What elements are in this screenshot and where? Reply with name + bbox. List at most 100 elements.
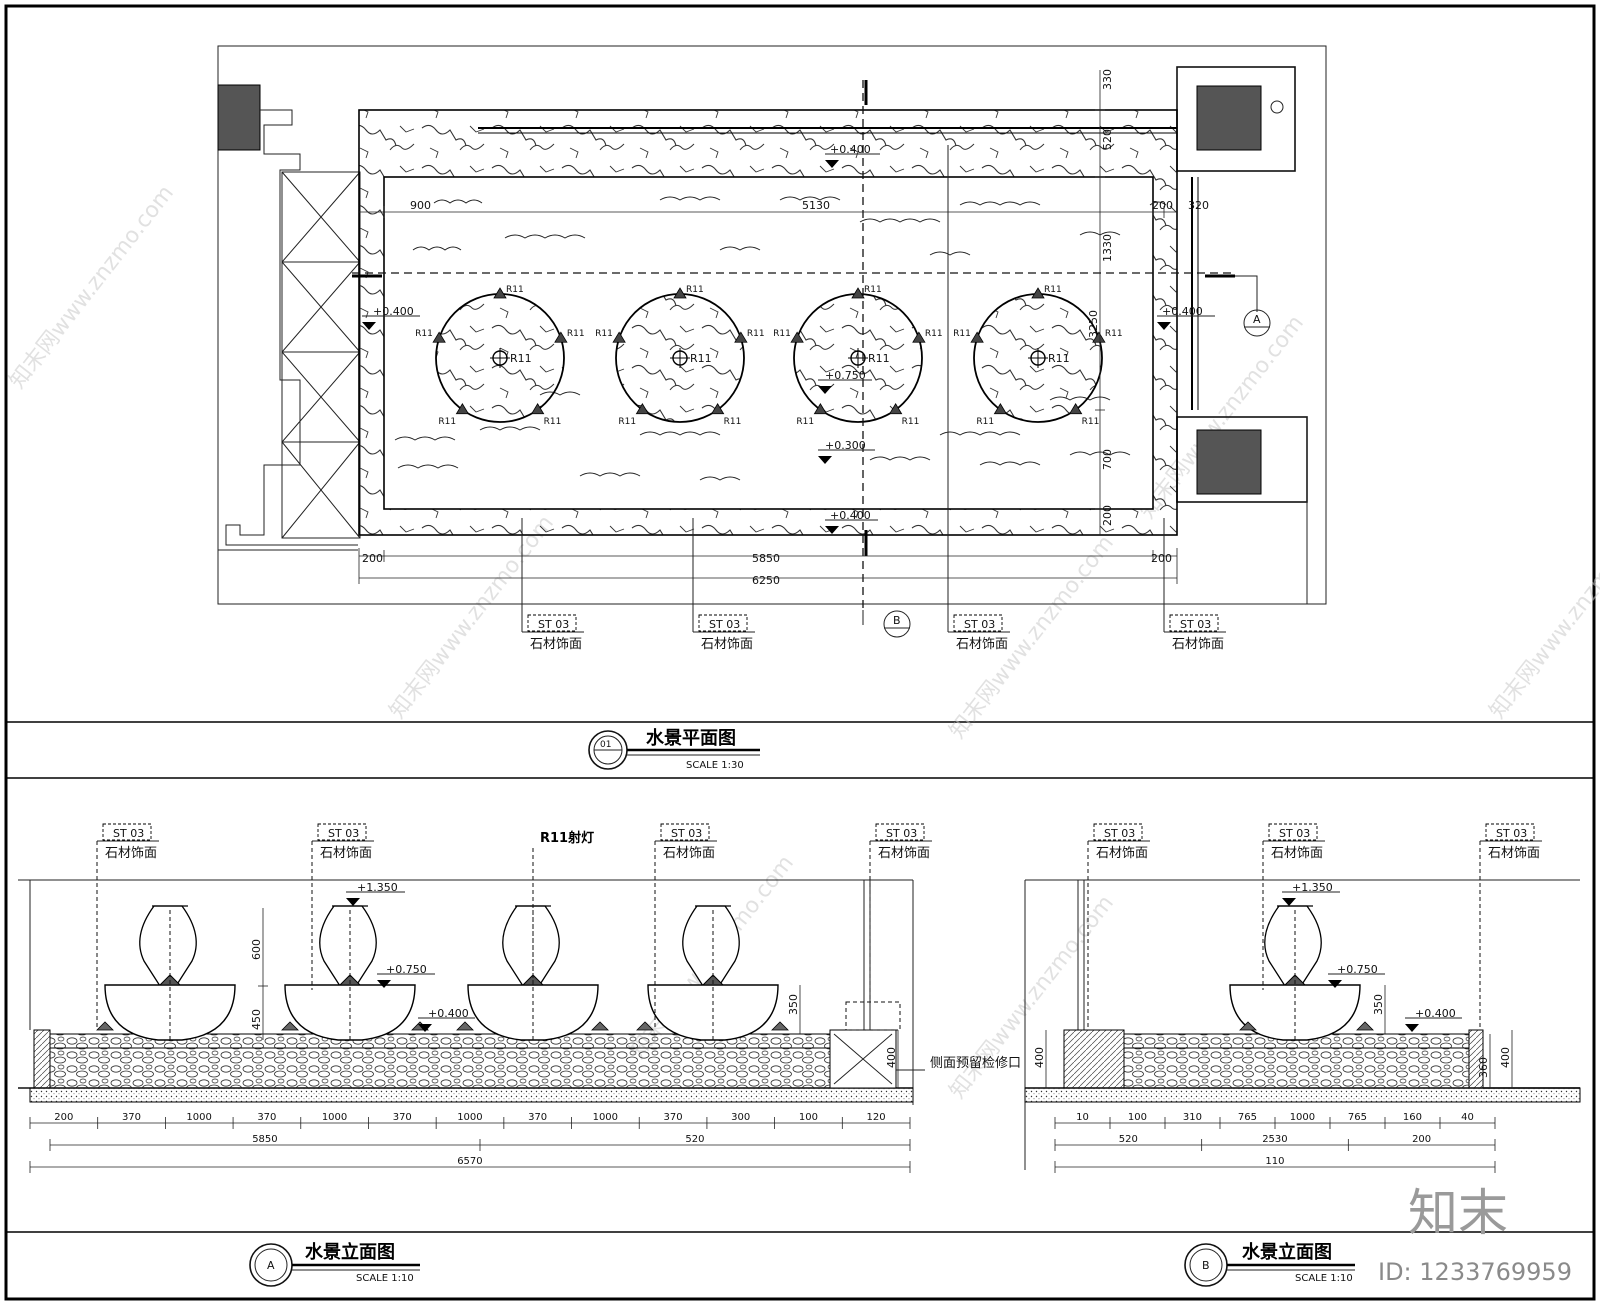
elevation-a: 侧面预留检修口 R11射灯 +1.350 +0.750 +0.400 600 4… xyxy=(18,823,1021,1287)
dimension-row: 110 xyxy=(1054,1156,1496,1173)
dimension-label: 5850 xyxy=(252,1134,277,1145)
svg-text:450: 450 xyxy=(250,1009,263,1030)
svg-text:200: 200 xyxy=(1101,505,1114,526)
svg-text:+0.400: +0.400 xyxy=(428,1007,469,1020)
lamp-icon xyxy=(734,331,748,343)
lamp-tag: R11 xyxy=(773,329,791,339)
svg-text:350: 350 xyxy=(787,994,800,1015)
lamp-label: R11射灯 xyxy=(540,830,594,846)
lamp-tag: R11 xyxy=(415,329,433,339)
lamp-icon xyxy=(1068,402,1083,415)
plan-title: 水景平面图 xyxy=(646,727,736,749)
lamp-icon xyxy=(851,287,865,299)
lamp-tag: R11 xyxy=(747,329,765,339)
material-text: 石材饰面 xyxy=(530,637,582,652)
svg-text:+0.400: +0.400 xyxy=(830,143,871,156)
svg-text:+1.350: +1.350 xyxy=(357,881,398,894)
svg-text:400: 400 xyxy=(1033,1047,1046,1068)
lamp-icon xyxy=(771,1021,789,1031)
dimension-label: 1000 xyxy=(457,1112,482,1123)
water-ripples xyxy=(394,196,1167,481)
elev-b-title: 水景立面图 xyxy=(1242,1241,1332,1263)
dimension-label: 100 xyxy=(799,1112,818,1123)
svg-text:6250: 6250 xyxy=(752,574,780,587)
brand-id: ID: 1233769959 xyxy=(1378,1258,1572,1286)
elev-a-vases xyxy=(96,905,789,1041)
svg-text:200: 200 xyxy=(362,552,383,565)
dimension-label: 2530 xyxy=(1262,1134,1287,1145)
lamp-tag: R11 xyxy=(438,417,456,427)
material-tag: ST 03 xyxy=(538,618,569,631)
watermark: 知末网www.znzmo.com xyxy=(1485,511,1600,724)
dimension-label: 520 xyxy=(685,1134,704,1145)
material-tag: ST 03 xyxy=(1104,827,1135,840)
svg-text:5850: 5850 xyxy=(752,552,780,565)
lamp-icon xyxy=(1031,287,1045,299)
plan-dims-right: 330 520 1330 3250 700 200 xyxy=(1087,69,1114,535)
svg-text:+0.400: +0.400 xyxy=(373,305,414,318)
lamp-icon xyxy=(888,402,903,415)
lamp-tag: R11 xyxy=(864,285,882,295)
lamp-icon xyxy=(591,1021,609,1031)
plan-levels: +0.400 +0.400 +0.400 +0.400 +0.750 +0.30… xyxy=(362,143,1215,534)
lamp-tag: R11 xyxy=(976,417,994,427)
lamp-icon xyxy=(554,331,568,343)
material-text: 石材饰面 xyxy=(956,637,1008,652)
watermark: 知末网www.znzmo.com xyxy=(5,181,179,394)
svg-text:600: 600 xyxy=(250,939,263,960)
lamp-icon xyxy=(912,331,926,343)
fountain-vase xyxy=(1229,905,1361,1041)
dimension-row: 6570 xyxy=(29,1156,911,1173)
elev-b-vases xyxy=(1229,905,1374,1041)
material-tag: ST 03 xyxy=(1496,827,1527,840)
material-tag: ST 03 xyxy=(886,827,917,840)
material-text: 石材饰面 xyxy=(105,846,157,861)
svg-text:+0.750: +0.750 xyxy=(386,963,427,976)
svg-text:A: A xyxy=(267,1259,275,1272)
dimension-label: 765 xyxy=(1238,1112,1257,1123)
svg-text:200: 200 xyxy=(1151,552,1172,565)
material-tag: ST 03 xyxy=(113,827,144,840)
dimension-label: 100 xyxy=(1128,1112,1147,1123)
lamp-icon xyxy=(636,1021,654,1031)
svg-text:3250: 3250 xyxy=(1087,310,1100,338)
dimension-label: 200 xyxy=(54,1112,73,1123)
svg-text:1330: 1330 xyxy=(1101,234,1114,262)
lamp-icon xyxy=(456,1021,474,1031)
dimension-label: 765 xyxy=(1348,1112,1367,1123)
dimension-label: 200 xyxy=(1412,1134,1431,1145)
dimension-label: 370 xyxy=(257,1112,276,1123)
lamp-tag: R11 xyxy=(1048,352,1070,365)
elev-a-title: 水景立面图 xyxy=(305,1241,395,1263)
plan-title-block: 01 水景平面图 SCALE 1:30 xyxy=(588,727,760,771)
material-tag: ST 03 xyxy=(1180,618,1211,631)
material-text: 石材饰面 xyxy=(1488,846,1540,861)
dimension-label: 520 xyxy=(1119,1134,1138,1145)
dimension-label: 370 xyxy=(122,1112,141,1123)
svg-text:700: 700 xyxy=(1101,449,1114,470)
dimension-label: 300 xyxy=(731,1112,750,1123)
dimension-label: 40 xyxy=(1461,1112,1474,1123)
lamp-icon xyxy=(96,1021,114,1031)
lamp-icon xyxy=(993,402,1008,415)
lamp-tag: R11 xyxy=(724,417,742,427)
material-callout: ST 03 石材饰面 xyxy=(96,823,159,1030)
lamp-icon xyxy=(530,402,545,415)
dimension-label: 120 xyxy=(867,1112,886,1123)
elev-b-scale: SCALE 1:10 xyxy=(1295,1273,1353,1284)
material-tag: ST 03 xyxy=(1279,827,1310,840)
svg-text:400: 400 xyxy=(885,1047,898,1068)
